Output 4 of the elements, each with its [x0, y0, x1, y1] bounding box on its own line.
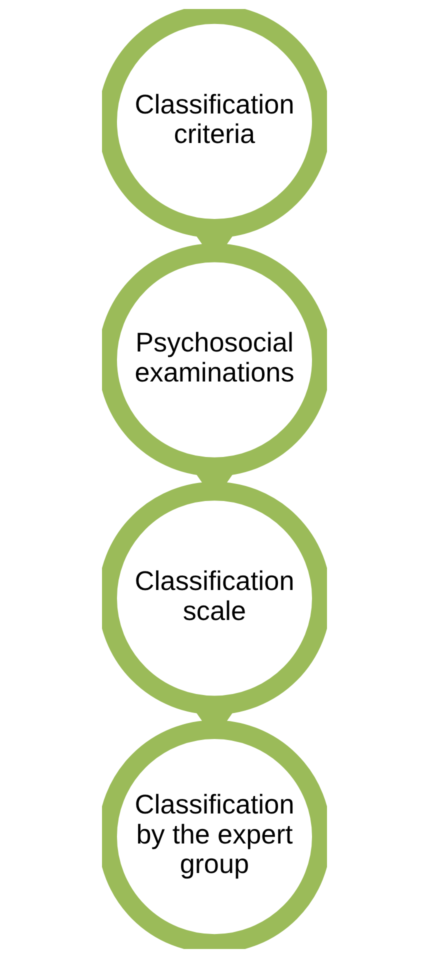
- node-circle: Classification scale: [102, 481, 327, 714]
- node-circle: Classification criteria: [102, 8, 327, 238]
- node-circle: Psychosocial examinations: [102, 242, 327, 476]
- node-circle: Classification by the expert group: [102, 720, 327, 948]
